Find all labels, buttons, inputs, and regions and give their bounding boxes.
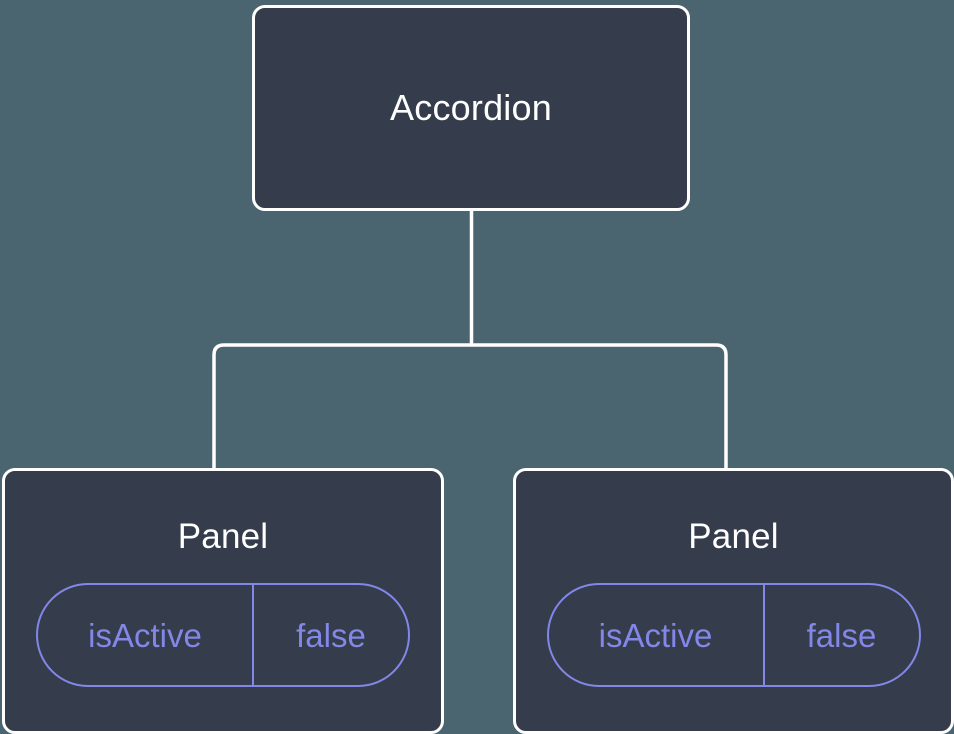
node-title: Panel <box>688 517 779 556</box>
prop-value: false <box>762 585 919 685</box>
edge-to-child-left <box>212 343 472 471</box>
prop-key: isActive <box>88 616 202 654</box>
node-title: Accordion <box>390 87 552 128</box>
prop-value: false <box>252 585 408 685</box>
edge-to-child-right <box>471 343 728 471</box>
node-panel-2[interactable]: Panel isActive false <box>513 468 954 734</box>
node-accordion[interactable]: Accordion <box>252 5 690 211</box>
prop-pill-isactive[interactable]: isActive false <box>36 583 410 687</box>
node-panel-1[interactable]: Panel isActive false <box>2 468 444 734</box>
node-title: Panel <box>177 517 269 556</box>
prop-key: isActive <box>598 616 713 654</box>
prop-pill-isactive[interactable]: isActive false <box>546 583 921 687</box>
